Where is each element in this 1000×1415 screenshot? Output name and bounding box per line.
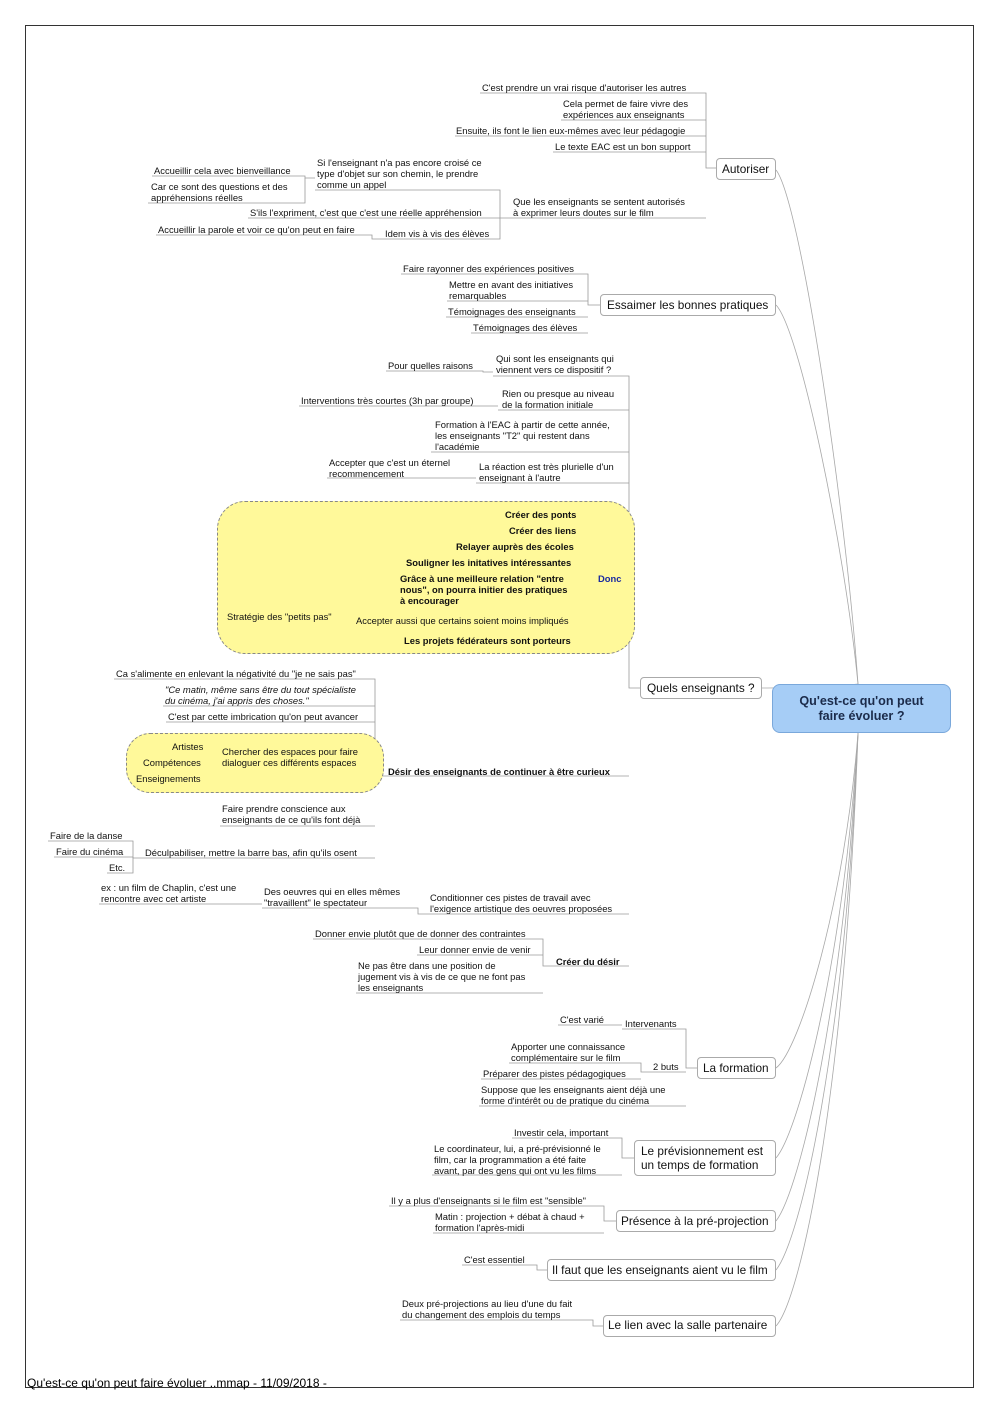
branch-quels-enseignants[interactable]: Quels enseignants ?: [647, 681, 755, 695]
page-frame: [25, 25, 974, 1388]
node-ce-matin[interactable]: "Ce matin, même sans être du tout spécia…: [165, 684, 356, 706]
node-souligner[interactable]: Souligner les initatives intéressantes: [406, 557, 572, 568]
node-creer-desir[interactable]: Créer du désir: [556, 956, 620, 967]
node-deculpabiliser[interactable]: Déculpabiliser, mettre la barre bas, afi…: [145, 847, 357, 858]
node-deux-pre[interactable]: Deux pré-projections au lieu d'une du fa…: [402, 1298, 573, 1320]
node-connaissance[interactable]: Apporter une connaissance complémentaire…: [511, 1041, 626, 1063]
node-essentiel[interactable]: C'est essentiel: [464, 1254, 525, 1265]
node-rien[interactable]: Rien ou presque au niveau de la formatio…: [502, 388, 615, 410]
node-etc[interactable]: Etc.: [109, 862, 126, 873]
node-expriment[interactable]: S'ils l'expriment, c'est que c'est une r…: [250, 207, 482, 218]
node-sensible[interactable]: Il y a plus d'enseignants si le film est…: [391, 1195, 586, 1206]
branch-box-quels-enseignants[interactable]: [640, 677, 762, 699]
node-competences[interactable]: Compétences: [143, 757, 201, 768]
node-jugement[interactable]: Ne pas être dans une position de jugemen…: [358, 960, 526, 993]
branch-box-formation[interactable]: [697, 1057, 776, 1079]
node-creer-ponts[interactable]: Créer des ponts: [505, 509, 577, 520]
node-suppose[interactable]: Suppose que les enseignants aient déjà u…: [481, 1084, 666, 1106]
node-artistes[interactable]: Artistes: [172, 741, 204, 752]
branch-box-vu-film[interactable]: [547, 1259, 776, 1281]
node-matin[interactable]: Matin : projection + débat à chaud + for…: [435, 1211, 585, 1233]
branch-box-salle[interactable]: [603, 1315, 776, 1337]
node-petits-pas[interactable]: Stratégie des "petits pas": [227, 611, 332, 622]
node-danse[interactable]: Faire de la danse: [50, 830, 123, 841]
node-chaplin[interactable]: ex : un film de Chaplin, c'est une renco…: [101, 882, 237, 904]
node-coordinateur[interactable]: Le coordinateur, lui, a pré-prévisionné …: [434, 1143, 601, 1176]
arts-group-highlight: [126, 733, 384, 793]
node-texte-eac[interactable]: Le texte EAC est un bon support: [555, 141, 691, 152]
node-conditionner[interactable]: Conditionner ces pistes de travail avec …: [430, 892, 613, 914]
node-questions[interactable]: Car ce sont des questions et des appréhe…: [151, 181, 288, 203]
node-lien-pedagogie[interactable]: Ensuite, ils font le lien eux-mêmes avec…: [456, 125, 686, 136]
node-risque[interactable]: C'est prendre un vrai risque d'autoriser…: [482, 82, 687, 93]
node-chercher[interactable]: Chercher des espaces pour faire dialogue…: [222, 746, 359, 768]
node-pour-quelles-raisons[interactable]: Pour quelles raisons: [388, 360, 473, 371]
node-pistes[interactable]: Préparer des pistes pédagogiques: [483, 1068, 626, 1079]
node-bienveillance[interactable]: Accueillir cela avec bienveillance: [154, 165, 291, 176]
node-cinema[interactable]: Faire du cinéma: [56, 846, 124, 857]
node-intervenants[interactable]: Intervenants: [625, 1018, 677, 1029]
node-rayonner[interactable]: Faire rayonner des expériences positives: [403, 263, 574, 274]
node-donc[interactable]: Donc: [598, 573, 622, 584]
node-deux-buts[interactable]: 2 buts: [653, 1061, 679, 1072]
node-temoignages-eleves[interactable]: Témoignages des élèves: [473, 322, 578, 333]
node-idem-eleves[interactable]: Idem vis à vis des élèves: [385, 228, 490, 239]
node-accepter-moins[interactable]: Accepter aussi que certains soient moins…: [356, 615, 569, 626]
center-node[interactable]: Qu'est-ce qu'on peut faire évoluer ?: [772, 684, 951, 733]
footer-filename: Qu'est-ce qu'on peut faire évoluer ..mma…: [27, 1376, 327, 1390]
node-relayer[interactable]: Relayer auprès des écoles: [456, 541, 574, 552]
node-interventions[interactable]: Interventions très courtes (3h par group…: [301, 395, 474, 406]
node-initiatives[interactable]: Mettre en avant des initiatives remarqua…: [449, 279, 574, 301]
node-oeuvres[interactable]: Des oeuvres qui en elles mêmes "travaill…: [264, 886, 401, 908]
node-formation-eac[interactable]: Formation à l'EAC à partir de cette anné…: [435, 419, 610, 452]
branch-salle[interactable]: Le lien avec la salle partenaire: [608, 1318, 768, 1332]
node-creer-liens[interactable]: Créer des liens: [509, 525, 577, 536]
node-temoignages-enseignants[interactable]: Témoignages des enseignants: [448, 306, 576, 317]
node-imbrication[interactable]: C'est par cette imbrication qu'on peut a…: [168, 711, 359, 722]
node-negativite[interactable]: Ca s'alimente en enlevant la négativité …: [116, 668, 356, 679]
node-projets[interactable]: Les projets fédérateurs sont porteurs: [404, 635, 571, 646]
node-accueillir-parole[interactable]: Accueillir la parole et voir ce qu'on pe…: [158, 224, 355, 235]
branch-box-previsionnement[interactable]: [634, 1140, 776, 1176]
node-enseignements[interactable]: Enseignements: [136, 773, 201, 784]
branch-autoriser[interactable]: Autoriser: [722, 162, 770, 176]
node-doutes[interactable]: Que les enseignants se sentent autorisés…: [513, 196, 685, 218]
branch-essaimer[interactable]: Essaimer les bonnes pratiques: [607, 298, 769, 312]
node-envie-venir[interactable]: Leur donner envie de venir: [419, 944, 531, 955]
node-accepter-eternel[interactable]: Accepter que c'est un éternel recommence…: [329, 457, 451, 479]
center-node-label: Qu'est-ce qu'on peut faire évoluer ?: [799, 693, 924, 723]
node-meilleure-relation[interactable]: Grâce à une meilleure relation "entre no…: [400, 573, 568, 606]
branch-previsionnement[interactable]: Le prévisionnement est un temps de forma…: [641, 1144, 763, 1172]
node-prise-conscience[interactable]: Faire prendre conscience aux enseignants…: [222, 803, 361, 825]
node-permet[interactable]: Cela permet de faire vivre des expérienc…: [563, 98, 689, 120]
node-desir[interactable]: Désir des enseignants de continuer à êtr…: [388, 766, 610, 777]
node-donner-envie[interactable]: Donner envie plutôt que de donner des co…: [315, 928, 526, 939]
branch-vu-film[interactable]: Il faut que les enseignants aient vu le …: [552, 1263, 768, 1277]
node-qui-sont[interactable]: Qui sont les enseignants qui viennent ve…: [496, 353, 614, 375]
branch-box-pre-projection[interactable]: [616, 1210, 776, 1232]
node-pas-croise[interactable]: Si l'enseignant n'a pas encore croisé ce…: [317, 157, 482, 190]
node-investir[interactable]: Investir cela, important: [514, 1127, 609, 1138]
donc-group-highlight: [217, 501, 635, 654]
branch-box-essaimer[interactable]: [600, 294, 776, 316]
node-varie[interactable]: C'est varié: [560, 1014, 604, 1025]
branch-pre-projection[interactable]: Présence à la pré-projection: [621, 1214, 769, 1228]
node-reaction[interactable]: La réaction est très plurielle d'un ense…: [479, 461, 614, 483]
branch-box-autoriser[interactable]: [716, 158, 776, 180]
branch-formation[interactable]: La formation: [703, 1061, 769, 1075]
